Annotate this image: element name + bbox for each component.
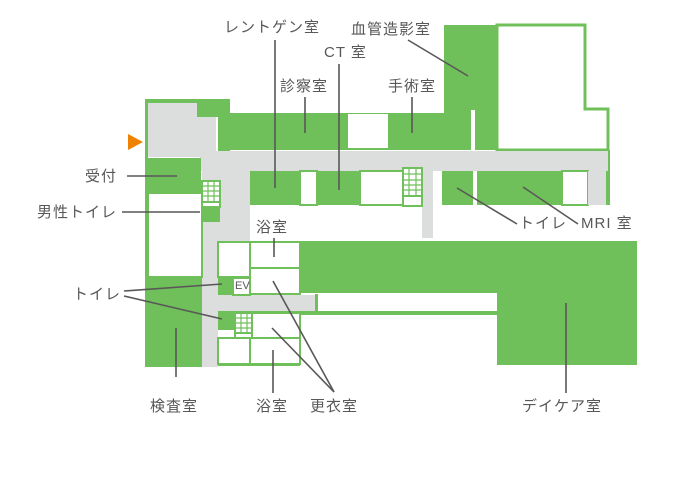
label-inspection: 検査室: [150, 398, 199, 415]
stairs-east: [402, 167, 423, 197]
label-elevator: EV: [235, 280, 250, 292]
changing-room-1: [249, 267, 301, 295]
label-mens-toilet: 男性トイレ: [37, 204, 118, 221]
pointer-changing-b: [271, 327, 335, 393]
label-daycare: デイケア室: [522, 398, 603, 415]
wall-gap: [216, 117, 218, 157]
label-mri: MRI 室: [581, 215, 633, 232]
stairs-east-steps: [403, 168, 422, 196]
stairs-landing: [201, 201, 221, 208]
label-bath-top: 浴室: [256, 219, 289, 236]
south-white-room: [217, 337, 251, 365]
stairs-south-steps: [235, 313, 252, 333]
main-corridor: [200, 151, 608, 171]
stairs-east-landing: [402, 195, 423, 207]
small-white-room-1: [299, 170, 318, 206]
room-divider-2: [473, 171, 477, 205]
small-white-room-3: [561, 170, 589, 206]
east-connector-corridor: [422, 168, 433, 238]
pointer-toilet-left-a: [123, 283, 223, 292]
stairs-northwest-steps: [202, 181, 220, 202]
current-location-marker: [128, 134, 143, 150]
inspection-room-block: [145, 277, 202, 367]
pointer-angiography: [407, 39, 469, 77]
label-reception: 受付: [85, 168, 118, 185]
south-block-wall: [218, 363, 300, 366]
right-outer-wall: [606, 150, 610, 205]
bath-room-2: [249, 337, 301, 365]
corridor-pocket: [588, 171, 606, 205]
angiography-room: [444, 25, 497, 150]
small-white-room-2: [359, 170, 404, 206]
center-corridor: [218, 151, 250, 242]
room-divider: [471, 110, 475, 150]
label-changing: 更衣室: [310, 398, 359, 415]
bath-room-1: [249, 241, 301, 269]
label-examination: 診察室: [280, 78, 329, 95]
top-band-courtyard: [348, 114, 388, 148]
toilet-room-ev: [218, 278, 233, 295]
pointer-changing-a: [272, 280, 335, 393]
label-xray: レントゲン室: [224, 19, 321, 36]
top-rooms-band: [218, 113, 445, 150]
pointer-toilet-right: [456, 187, 518, 225]
label-angiography: 血管造影室: [351, 21, 432, 38]
label-ct: CT 室: [324, 44, 367, 61]
mens-toilet-room: [202, 207, 220, 222]
northeast-wing-outline: [495, 23, 610, 152]
entrance-lobby-floor: [148, 103, 216, 157]
south-wall: [218, 311, 497, 315]
label-surgery: 手術室: [388, 78, 437, 95]
south-corridor: [218, 295, 317, 312]
label-toilet-left: トイレ: [73, 286, 122, 303]
toilet-room-south: [218, 313, 235, 330]
pointer-mri: [522, 186, 579, 225]
pointer-toilet-left-b: [123, 295, 223, 320]
label-bath-bottom: 浴室: [256, 398, 289, 415]
left-outer-wall: [145, 99, 148, 367]
daycare-room: [300, 241, 637, 365]
south-corridor-end-wall: [315, 294, 318, 315]
center-white-room: [217, 241, 251, 278]
southwest-corridor: [202, 314, 218, 367]
west-white-room: [147, 192, 203, 278]
label-toilet-right: トイレ: [519, 215, 568, 232]
mri-room: [477, 171, 562, 205]
